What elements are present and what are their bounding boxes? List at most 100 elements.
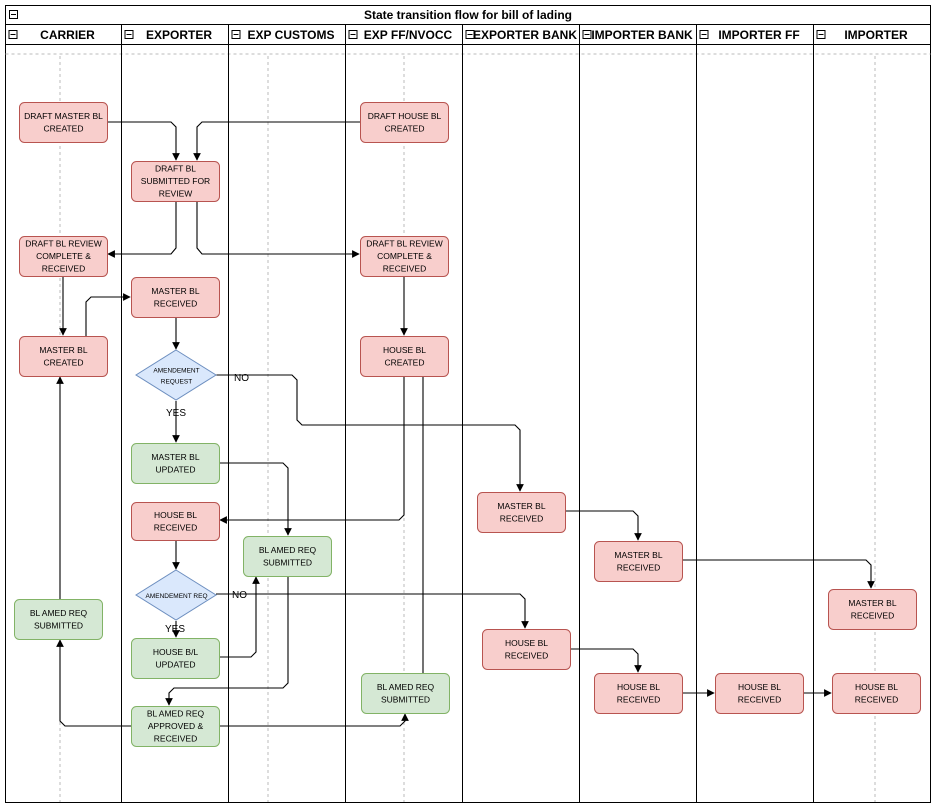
- node-master-bl-updated[interactable]: MASTER BL UPDATED: [131, 443, 220, 484]
- minus-box-icon[interactable]: [8, 30, 18, 39]
- node-label: MASTER BL: [848, 598, 896, 608]
- node-label: HOUSE B/L: [153, 647, 199, 657]
- node-label: MASTER BL: [151, 452, 199, 462]
- lane-header-importer-bank[interactable]: IMPORTER BANK: [582, 28, 693, 42]
- node-house-bl-received-impff[interactable]: HOUSE BL RECEIVED: [715, 673, 804, 714]
- node-label: HOUSE BL: [855, 682, 898, 692]
- process-shape: [360, 336, 449, 377]
- minus-box-icon[interactable]: [124, 30, 134, 39]
- node-label: SUBMITTED FOR: [141, 176, 210, 186]
- lane-title: EXPORTER: [146, 28, 212, 42]
- lane-title: EXP CUSTOMS: [248, 28, 335, 42]
- node-label: BL AMED REQ: [259, 545, 317, 555]
- node-label: CREATED: [385, 123, 425, 133]
- node-label: HOUSE BL: [738, 682, 781, 692]
- process-shape: [19, 336, 108, 377]
- node-master-bl-created[interactable]: MASTER BL CREATED: [19, 336, 108, 377]
- edge-connector: [196, 202, 360, 258]
- node-label: CREATED: [44, 357, 84, 367]
- node-label: DRAFT MASTER BL: [24, 111, 103, 121]
- edge-connector: [220, 713, 409, 727]
- process-shape: [477, 492, 566, 533]
- process-shape: [131, 638, 220, 679]
- lane-header-importer[interactable]: IMPORTER: [816, 28, 908, 42]
- lane-header-exporter-bank[interactable]: EXPORTER BANK: [465, 28, 577, 42]
- node-label: RECEIVED: [154, 298, 197, 308]
- node-label: DRAFT BL: [155, 164, 196, 174]
- process-shape: [131, 161, 220, 202]
- node-label: UPDATED: [156, 464, 196, 474]
- lane-header-importer-ff[interactable]: IMPORTER FF: [699, 28, 800, 42]
- node-label: HOUSE BL: [154, 510, 197, 520]
- edge-label-no-2: NO: [232, 590, 247, 601]
- edge-connector: [566, 510, 642, 541]
- lane-header-exporter[interactable]: EXPORTER: [124, 28, 212, 42]
- process-shape: [243, 536, 332, 577]
- node-label: REQUEST: [161, 379, 192, 386]
- edge-connector: [682, 559, 875, 589]
- minus-box-icon[interactable]: [816, 30, 826, 39]
- edge-connector: [107, 121, 180, 161]
- lane-header-exp-ff-nvocc[interactable]: EXP FF/NVOCC: [348, 28, 453, 42]
- edge-label-yes-1: YES: [166, 408, 186, 419]
- minus-box-icon[interactable]: [348, 30, 358, 39]
- process-shape: [360, 236, 449, 277]
- lane-header-carrier[interactable]: CARRIER: [8, 28, 95, 42]
- node-amendment-request-1[interactable]: AMENDEMENT REQUEST: [135, 349, 217, 401]
- page-title: State transition flow for bill of lading: [364, 8, 572, 22]
- node-label: AMENDEMENT: [153, 368, 199, 375]
- lane-header-exp-customs[interactable]: EXP CUSTOMS: [231, 28, 335, 42]
- process-shape: [715, 673, 804, 714]
- node-house-bl-updated[interactable]: HOUSE B/L UPDATED: [131, 638, 220, 679]
- edge-connector: [216, 593, 529, 629]
- minus-box-icon[interactable]: [582, 30, 592, 39]
- minus-box-icon[interactable]: [699, 30, 709, 39]
- process-shape: [19, 102, 108, 143]
- node-house-bl-received-impbank[interactable]: HOUSE BL RECEIVED: [594, 673, 683, 714]
- node-master-bl-received-imp[interactable]: MASTER BL RECEIVED: [828, 589, 917, 630]
- node-amendment-request-2[interactable]: AMENDEMENT REQ: [135, 569, 217, 621]
- node-label: CREATED: [385, 357, 425, 367]
- edge-connector: [193, 121, 360, 161]
- minus-box-icon[interactable]: [465, 30, 475, 39]
- minus-box-icon[interactable]: [9, 10, 18, 19]
- edges: [56, 121, 875, 727]
- node-label: DRAFT BL REVIEW: [25, 239, 102, 249]
- process-shape: [19, 236, 108, 277]
- process-shape: [594, 673, 683, 714]
- process-shape: [131, 443, 220, 484]
- node-label: RECEIVED: [617, 694, 660, 704]
- node-label: DRAFT BL REVIEW: [366, 239, 443, 249]
- node-label: MASTER BL: [614, 550, 662, 560]
- edge-connector: [107, 202, 177, 258]
- edge-connector: [219, 377, 405, 524]
- node-label: MASTER BL: [39, 345, 87, 355]
- node-label: RECEIVED: [851, 610, 894, 620]
- decision-shape: [135, 569, 217, 621]
- process-shape: [360, 102, 449, 143]
- node-label: UPDATED: [156, 659, 196, 669]
- node-label: BL AMED REQ: [30, 608, 88, 618]
- node-label: RECEIVED: [738, 694, 781, 704]
- node-label: RECEIVED: [500, 513, 543, 523]
- node-label: HOUSE BL: [617, 682, 660, 692]
- edge-connector: [570, 648, 642, 673]
- minus-box-icon[interactable]: [231, 30, 241, 39]
